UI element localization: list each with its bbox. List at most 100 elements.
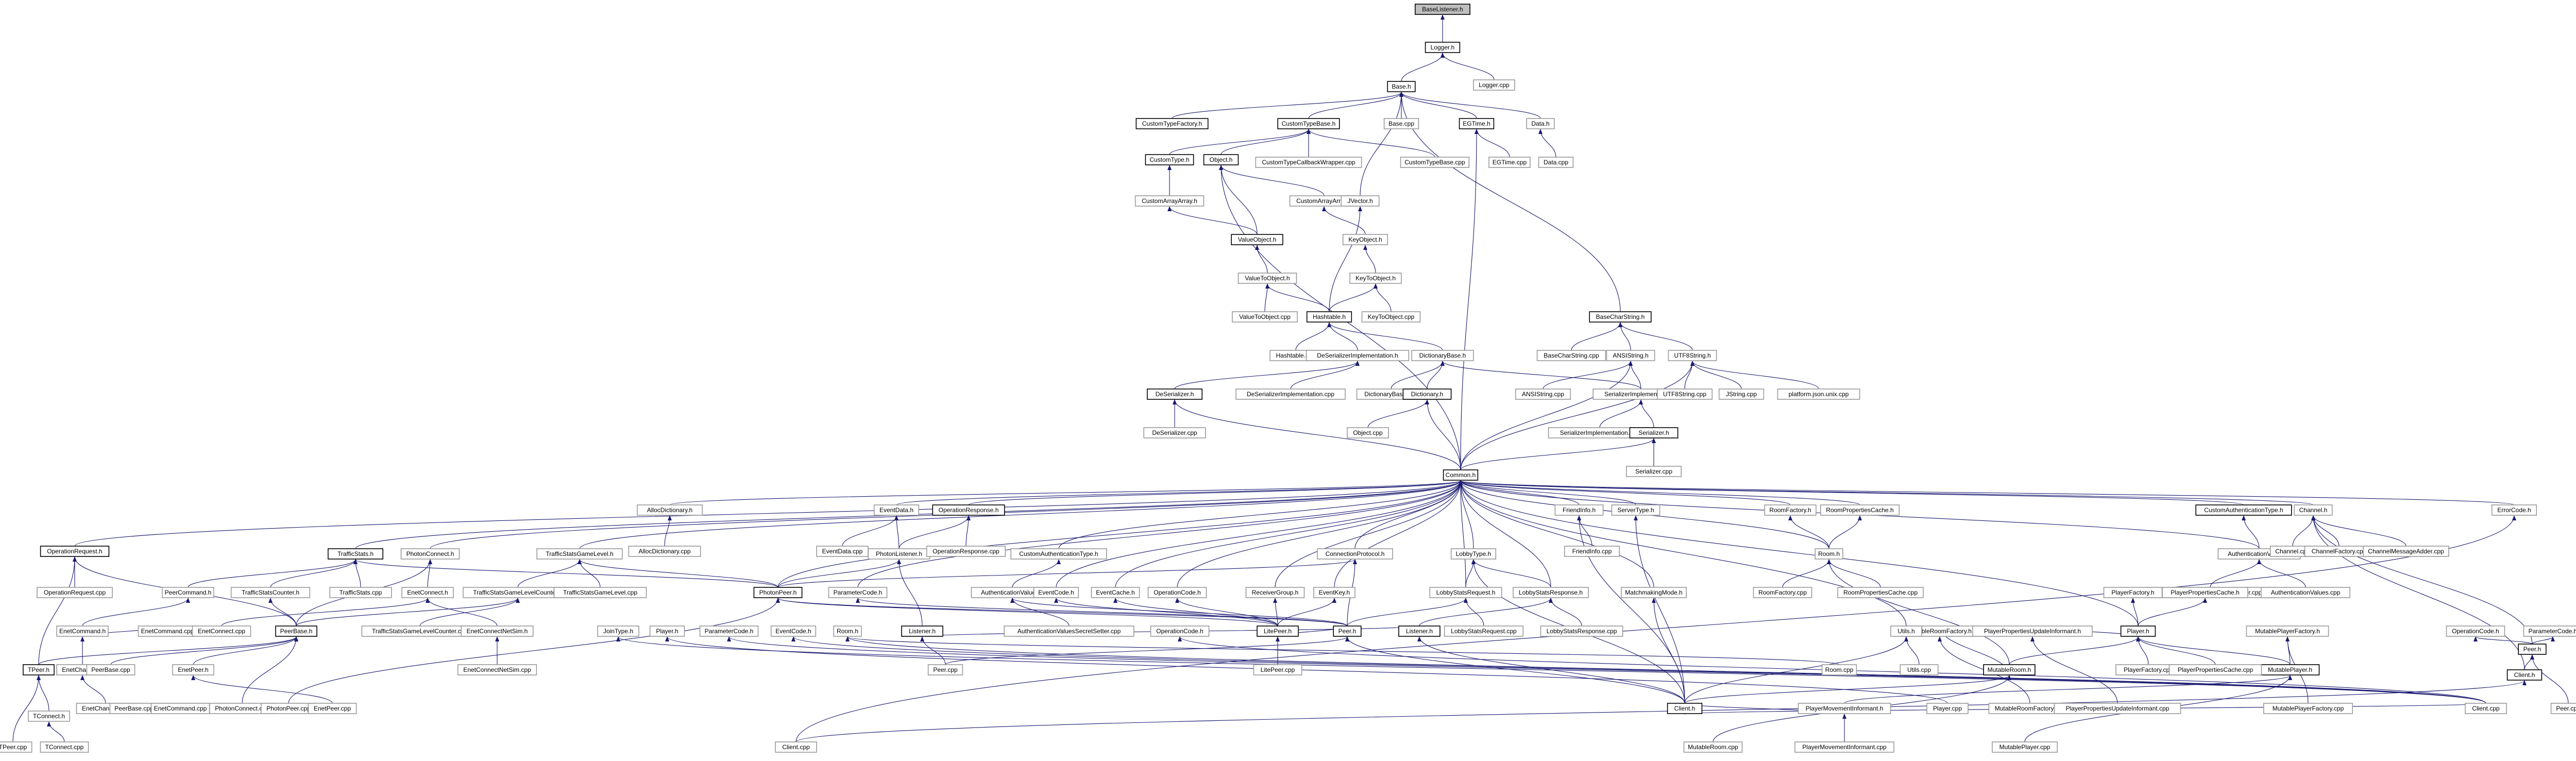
node-peer-h-2[interactable]: Peer.h xyxy=(2518,644,2547,655)
node-dictionarybase-h[interactable]: DictionaryBase.h xyxy=(1411,350,1474,361)
node-photonconnect-h[interactable]: PhotonConnect.h xyxy=(400,548,460,560)
node-peerbase-h[interactable]: PeerBase.h xyxy=(275,625,317,637)
node-jvector-h[interactable]: JVector.h xyxy=(1341,195,1380,207)
node-data-cpp[interactable]: Data.cpp xyxy=(1538,157,1574,168)
node-lobbystatsrequest-h[interactable]: LobbyStatsRequest.h xyxy=(1429,587,1502,598)
node-channel-h[interactable]: Channel.h xyxy=(2294,504,2333,516)
node-operationcode-h-2[interactable]: OperationCode.h xyxy=(1150,625,1210,637)
node-enetconnect-h[interactable]: EnetConnect.h xyxy=(401,587,454,598)
node-serializerimplementation-cpp[interactable]: SerializerImplementation.cpp xyxy=(1548,427,1652,438)
node-egtime-h[interactable]: EGTime.h xyxy=(1459,118,1495,129)
node-keytoobject-cpp[interactable]: KeyToObject.cpp xyxy=(1361,311,1421,323)
node-roomfactory-h[interactable]: RoomFactory.h xyxy=(1764,504,1817,516)
node-photonpeer-h[interactable]: PhotonPeer.h xyxy=(753,587,803,598)
node-player-h-2[interactable]: Player.h xyxy=(2120,625,2156,637)
node-serializer-cpp[interactable]: Serializer.cpp xyxy=(1626,466,1682,477)
node-peer-cpp-2[interactable]: Peer.cpp xyxy=(2550,703,2576,714)
node-enetconnectnetsim-h[interactable]: EnetConnectNetSim.h xyxy=(461,625,534,637)
node-tpeer-cpp[interactable]: TPeer.cpp xyxy=(0,741,32,753)
node-channelmessageadder-cpp[interactable]: ChannelMessageAdder.cpp xyxy=(2363,546,2449,557)
node-eventcode-h[interactable]: EventCode.h xyxy=(1033,587,1079,598)
node-mutableplayerfactory-h[interactable]: MutablePlayerFactory.h xyxy=(2246,625,2329,637)
node-enetpeer-h[interactable]: EnetPeer.h xyxy=(172,664,214,675)
node-jointype-h[interactable]: JoinType.h xyxy=(597,625,639,637)
node-mutableroom-cpp[interactable]: MutableRoom.cpp xyxy=(1683,741,1743,753)
node-playerpropertiesupdateinformant-cpp[interactable]: PlayerPropertiesUpdateInformant.cpp xyxy=(2054,703,2181,714)
node-client-h[interactable]: Client.h xyxy=(1667,703,1703,714)
node-photonpeer-cpp[interactable]: PhotonPeer.cpp xyxy=(260,703,316,714)
node-eventcode-h-2[interactable]: EventCode.h xyxy=(770,625,817,637)
node-trafficstatsgamelevel-h[interactable]: TrafficStatsGameLevel.h xyxy=(536,548,623,560)
node-playerfactory-h[interactable]: PlayerFactory.h xyxy=(2103,587,2163,598)
node-playermovementinformant-h[interactable]: PlayerMovementInformant.h xyxy=(1798,703,1891,714)
node-peerbase-cpp-2[interactable]: PeerBase.cpp xyxy=(109,703,159,714)
node-utf8string-cpp[interactable]: UTF8String.cpp xyxy=(1657,388,1713,400)
node-base-h[interactable]: Base.h xyxy=(1387,81,1416,92)
node-friendinfo-cpp[interactable]: FriendInfo.cpp xyxy=(1564,546,1620,557)
node-valuetoobject-cpp[interactable]: ValueToObject.cpp xyxy=(1232,311,1298,323)
node-object-h[interactable]: Object.h xyxy=(1203,154,1239,165)
node-platform-json-unix-cpp[interactable]: platform.json.unix.cpp xyxy=(1777,388,1860,400)
node-serializer-h[interactable]: Serializer.h xyxy=(1629,427,1679,438)
node-peer-h[interactable]: Peer.h xyxy=(1333,625,1362,637)
node-mutableplayer-cpp[interactable]: MutablePlayer.cpp xyxy=(1992,741,2058,753)
node-utf8string-h[interactable]: UTF8String.h xyxy=(1668,350,1717,361)
node-operationcode-h[interactable]: OperationCode.h xyxy=(1147,587,1207,598)
node-customtype-h[interactable]: CustomType.h xyxy=(1145,154,1194,165)
node-valueobject-h[interactable]: ValueObject.h xyxy=(1231,234,1283,245)
node-allocdictionary-cpp[interactable]: AllocDictionary.cpp xyxy=(628,546,701,557)
node-dictionary-h[interactable]: Dictionary.h xyxy=(1402,388,1452,400)
node-deserializerimplementation-cpp[interactable]: DeSerializerImplementation.cpp xyxy=(1235,388,1346,400)
node-mutableroomfactory-cpp[interactable]: MutableRoomFactory.cpp xyxy=(1988,703,2072,714)
node-peer-cpp[interactable]: Peer.cpp xyxy=(927,664,963,675)
node-channelfactory-cpp[interactable]: ChannelFactory.cpp xyxy=(2304,546,2374,557)
node-eventcache-h[interactable]: EventCache.h xyxy=(1091,587,1140,598)
node-enetcommand-cpp-2[interactable]: EnetCommand.cpp xyxy=(150,703,210,714)
node-operationcode-h-3[interactable]: OperationCode.h xyxy=(2446,625,2505,637)
node-operationrequest-h[interactable]: OperationRequest.h xyxy=(40,546,110,557)
node-keytoobject-h[interactable]: KeyToObject.h xyxy=(1349,273,1402,284)
node-deserializer-h[interactable]: DeSerializer.h xyxy=(1147,388,1203,400)
node-utils-cpp[interactable]: Utils.cpp xyxy=(1900,664,1939,675)
node-customauthenticationtype-h-2[interactable]: CustomAuthenticationType.h xyxy=(1010,548,1107,560)
node-room-cpp[interactable]: Room.cpp xyxy=(1821,664,1857,675)
node-mutableplayerfactory-cpp[interactable]: MutablePlayerFactory.cpp xyxy=(2263,703,2353,714)
node-customarrayarray-h[interactable]: CustomArrayArray.h xyxy=(1134,195,1205,207)
node-ansistring-cpp[interactable]: ANSIString.cpp xyxy=(1515,388,1571,400)
node-valuetoobject-h[interactable]: ValueToObject.h xyxy=(1238,273,1297,284)
node-client-cpp[interactable]: Client.cpp xyxy=(2465,703,2507,714)
node-parametercode-h[interactable]: ParameterCode.h xyxy=(828,587,888,598)
node-trafficstats-h[interactable]: TrafficStats.h xyxy=(327,548,383,560)
node-enetconnectnetsim-cpp[interactable]: EnetConnectNetSim.cpp xyxy=(457,664,537,675)
node-basecharstring-cpp[interactable]: BaseCharString.cpp xyxy=(1536,350,1606,361)
node-deserializerimplementation-h[interactable]: DeSerializerImplementation.h xyxy=(1306,350,1410,361)
node-lobbystatsrequest-cpp[interactable]: LobbyStatsRequest.cpp xyxy=(1444,625,1524,637)
node-litepeer-h[interactable]: LitePeer.h xyxy=(1257,625,1299,637)
node-playerpropertiescache-cpp[interactable]: PlayerPropertiesCache.cpp xyxy=(2168,664,2262,675)
node-trafficstatsgamelevelcounter-cpp[interactable]: TrafficStatsGameLevelCounter.cpp xyxy=(361,625,479,637)
node-basecharstring-h[interactable]: BaseCharString.h xyxy=(1589,311,1652,323)
node-lobbytype-h[interactable]: LobbyType.h xyxy=(1450,548,1497,560)
node-room-h-2[interactable]: Room.h xyxy=(833,625,862,637)
node-logger-cpp[interactable]: Logger.cpp xyxy=(1473,79,1515,91)
node-authenticationvalues-cpp[interactable]: AuthenticationValues.cpp xyxy=(2260,587,2350,598)
node-trafficstats-cpp[interactable]: TrafficStats.cpp xyxy=(329,587,392,598)
node-keyobject-h[interactable]: KeyObject.h xyxy=(1342,234,1388,245)
node-object-cpp[interactable]: Object.cpp xyxy=(1347,427,1389,438)
node-enetconnect-cpp[interactable]: EnetConnect.cpp xyxy=(192,625,251,637)
node-common-h[interactable]: Common.h xyxy=(1443,469,1479,481)
node-peerbase-cpp[interactable]: PeerBase.cpp xyxy=(86,664,135,675)
node-tconnect-cpp[interactable]: TConnect.cpp xyxy=(40,741,89,753)
node-client-h-2[interactable]: Client.h xyxy=(2506,669,2543,681)
node-errorcode-h[interactable]: ErrorCode.h xyxy=(2491,504,2537,516)
node-eventdata-cpp[interactable]: EventData.cpp xyxy=(816,546,869,557)
node-matchmakingmode-h[interactable]: MatchmakingMode.h xyxy=(1621,587,1687,598)
node-trafficstatscounter-h[interactable]: TrafficStatsCounter.h xyxy=(230,587,311,598)
node-ansistring-h[interactable]: ANSIString.h xyxy=(1606,350,1655,361)
node-customauthenticationtype-h[interactable]: CustomAuthenticationType.h xyxy=(2195,504,2292,516)
node-roompropertiescache-h[interactable]: RoomPropertiesCache.h xyxy=(1820,504,1900,516)
node-jstring-cpp[interactable]: JString.cpp xyxy=(1718,388,1765,400)
node-eventkey-h[interactable]: EventKey.h xyxy=(1313,587,1355,598)
node-customtypebase-cpp[interactable]: CustomTypeBase.cpp xyxy=(1400,157,1470,168)
node-listener-h[interactable]: Listener.h xyxy=(901,625,943,637)
